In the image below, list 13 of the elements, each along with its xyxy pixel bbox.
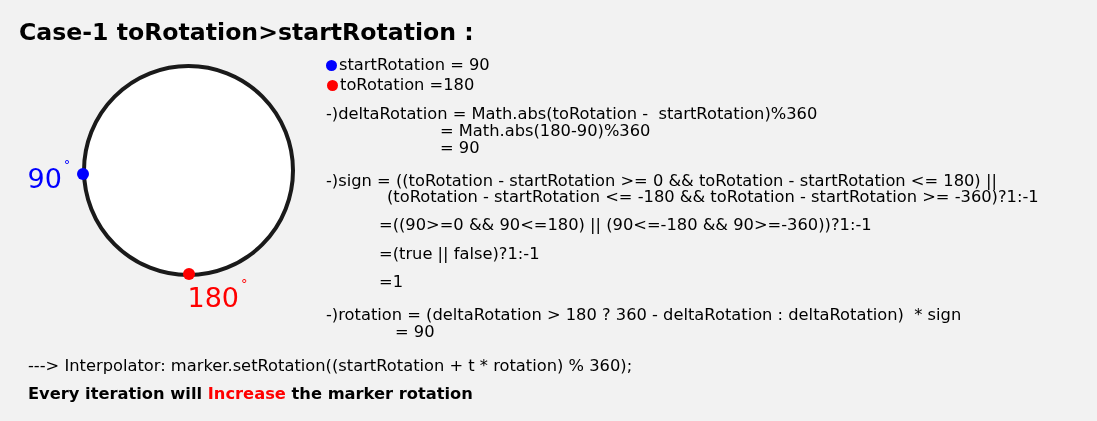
- code-line: ---> Interpolator: marker.setRotation((startRotation + t * rotation) % 360);: [28, 356, 633, 376]
- formula-line: -)rotation = (deltaRotation > 180 ? 360 - deltaRotation : deltaRotation) * sign: [326, 305, 962, 325]
- legend-text: toRotation =180: [340, 75, 475, 95]
- formula-line: =1: [379, 272, 403, 292]
- legend-text: startRotation = 90: [339, 55, 490, 75]
- formula-line: = 90: [395, 322, 435, 342]
- note-text: Every iteration will Increase the marker rotation: [28, 384, 473, 404]
- formula-line: = Math.abs(180-90)%360: [440, 121, 651, 141]
- title: Case-1 toRotation>startRotation :: [19, 19, 474, 47]
- formula-line: =(true || false)?1:-1: [379, 244, 540, 264]
- formula-line: =((90>=0 && 90<=180) || (90<=-180 && 90>=-360))?1:-1: [379, 215, 872, 235]
- formula-line: -)deltaRotation = Math.abs(toRotation - startRotation)%360: [326, 104, 818, 124]
- formula-line: = 90: [440, 138, 480, 158]
